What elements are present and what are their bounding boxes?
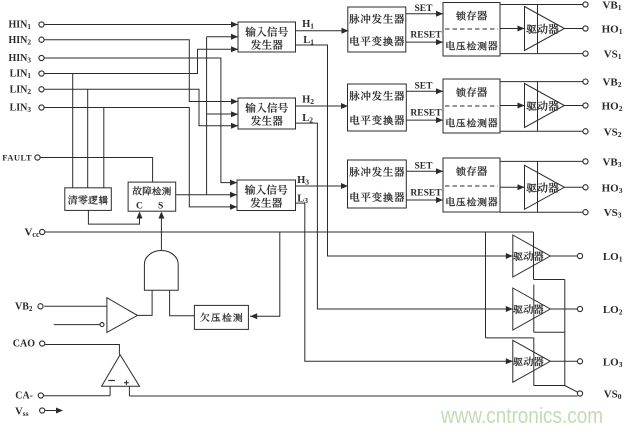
svg-text:LIN3: LIN3 (10, 103, 32, 115)
svg-text:HIN3: HIN3 (9, 53, 32, 64)
svg-text:VB2: VB2 (602, 77, 621, 90)
svg-text:HIN1: HIN1 (9, 20, 32, 32)
svg-text:Vcc: Vcc (24, 226, 40, 239)
svg-text:CAO: CAO (13, 339, 35, 350)
svg-text:H3: H3 (297, 175, 309, 187)
svg-text:L3: L3 (297, 194, 308, 206)
svg-text:RESET: RESET (410, 188, 442, 198)
svg-text:Vss: Vss (15, 407, 29, 419)
svg-text:HO2: HO2 (602, 101, 623, 114)
svg-text:SET: SET (415, 4, 434, 14)
svg-text:LIN1: LIN1 (10, 69, 32, 81)
svg-text:LO1: LO1 (603, 251, 623, 264)
svg-text:VB2: VB2 (15, 302, 33, 314)
svg-text:HO3: HO3 (602, 182, 623, 195)
svg-text:VS0: VS0 (604, 389, 622, 402)
svg-text:C: C (136, 202, 143, 212)
svg-text:HIN2: HIN2 (9, 35, 32, 47)
svg-text:VB1: VB1 (602, 0, 621, 12)
svg-text:CA-: CA- (15, 391, 33, 402)
svg-text:SET: SET (415, 82, 434, 92)
svg-text:RESET: RESET (410, 31, 442, 41)
svg-text:S: S (158, 202, 163, 212)
svg-text:LO3: LO3 (603, 356, 623, 369)
svg-text:L2: L2 (302, 113, 313, 125)
svg-text:www.cntronics.com: www.cntronics.com (440, 403, 603, 428)
svg-text:VB3: VB3 (602, 156, 621, 169)
svg-text:H2: H2 (302, 95, 314, 107)
svg-text:VS2: VS2 (604, 126, 622, 139)
svg-text:VS1: VS1 (604, 49, 622, 62)
svg-text:VS3: VS3 (604, 207, 622, 220)
svg-text:LO2: LO2 (603, 304, 623, 317)
svg-text:FAULT: FAULT (2, 153, 32, 163)
svg-text:RESET: RESET (410, 109, 442, 119)
svg-text:HO1: HO1 (602, 24, 623, 37)
svg-text:SET: SET (415, 162, 434, 172)
svg-text:L1: L1 (303, 35, 314, 47)
svg-text:LIN2: LIN2 (10, 85, 32, 97)
svg-text:H1: H1 (302, 19, 314, 31)
